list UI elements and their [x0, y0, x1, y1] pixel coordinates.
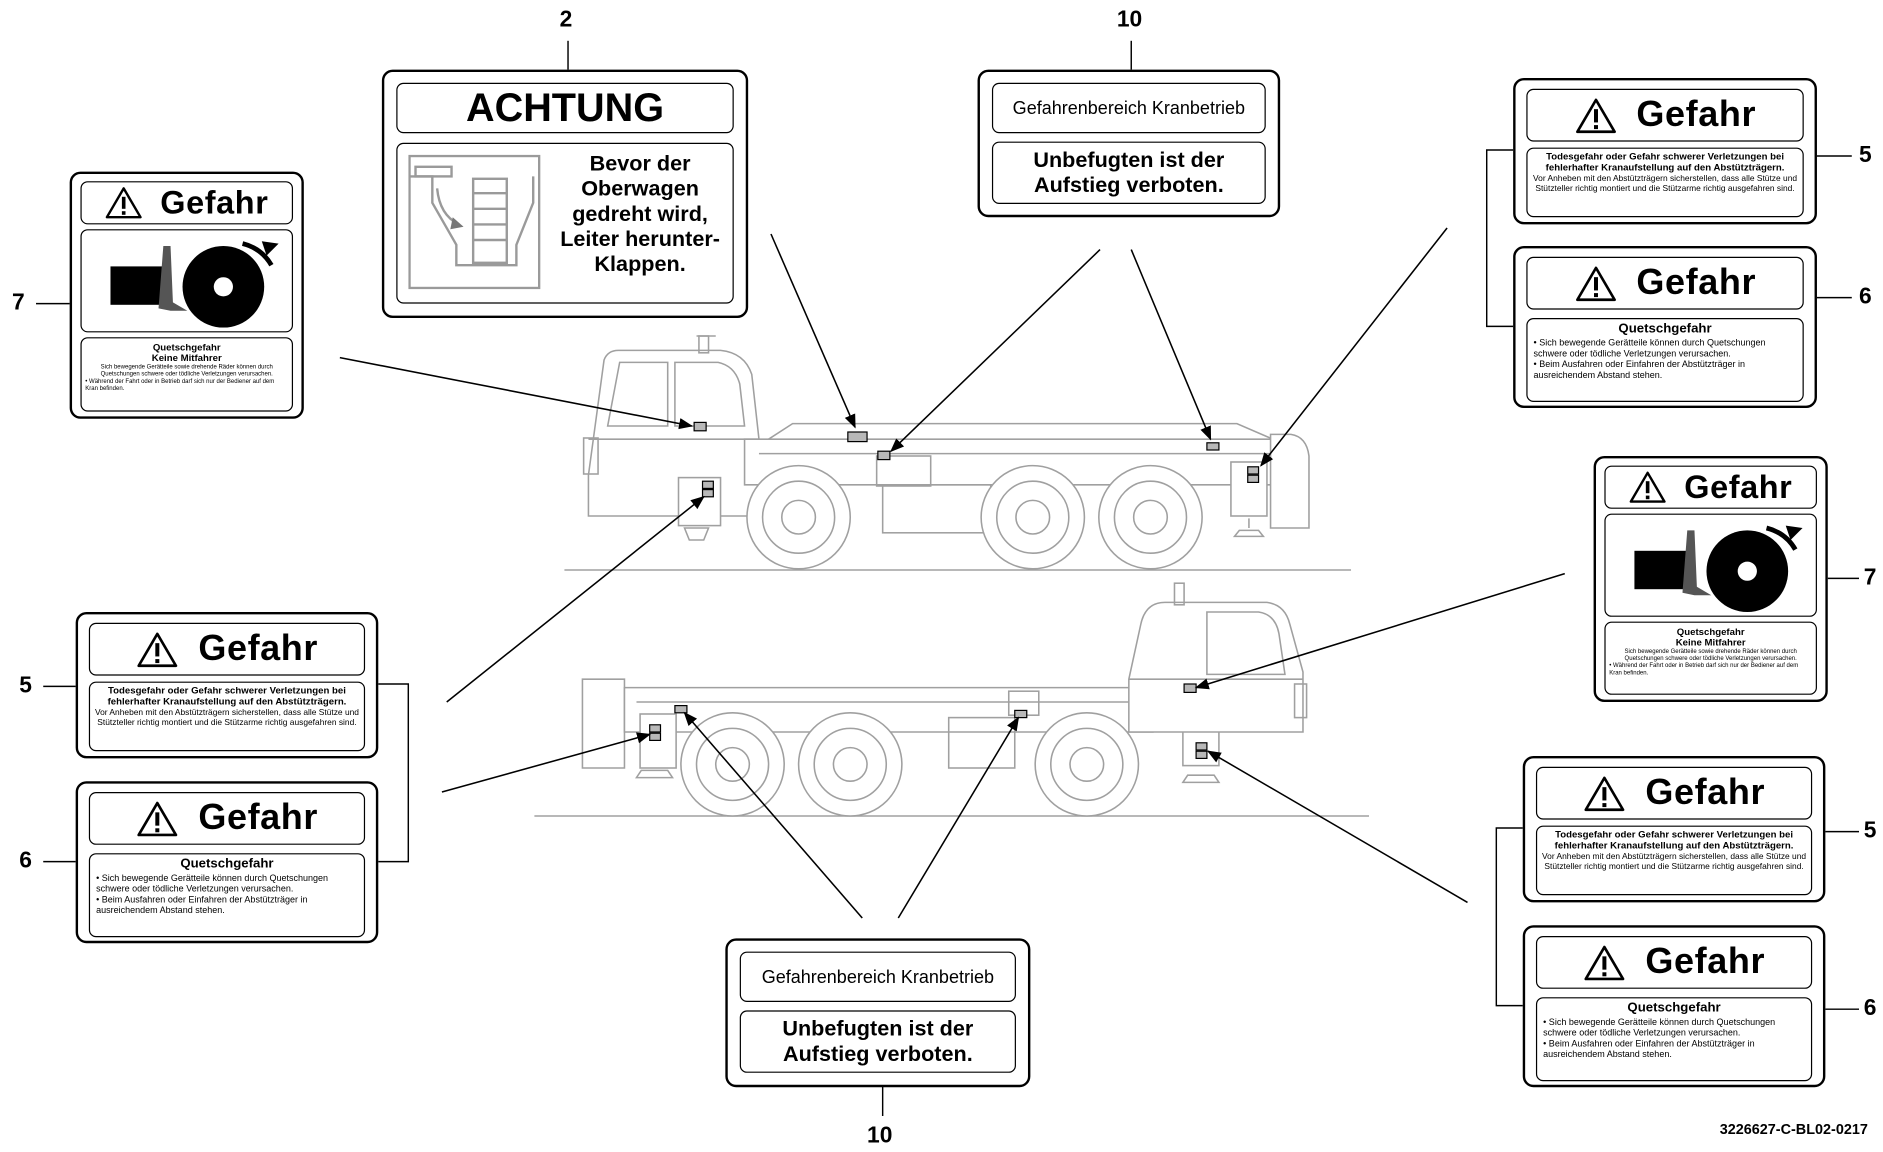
crush-bullet2-bottom-right: • Beim Ausfahren oder Einfahren der Abst… [1543, 1038, 1755, 1060]
outrigger-bold-left: Todesgefahr oder Gefahr schwerer Verletz… [107, 685, 347, 707]
callout-number-5-bottom-right: 5 [1863, 818, 1877, 844]
crush-bullet1-left: • Sich bewegende Gerätteile können durch… [96, 872, 329, 895]
callout-number-6-top-right: 6 [1858, 284, 1872, 310]
warning-triangle-icon [1575, 265, 1616, 301]
warning-triangle-icon [1575, 97, 1616, 133]
outrigger-title-top-right: Gefahr [1636, 94, 1757, 135]
outrigger-text-top-right: Vor Anheben mit den Abstützträgern siche… [1533, 175, 1798, 194]
document-id: 3226627-C-BL02-0217 [1719, 1120, 1868, 1138]
passenger-subtitle-right: Quetschgefahr [1676, 626, 1745, 638]
outrigger-label-left: Gefahr Todesgefahr oder Gefahr schwerer … [75, 612, 379, 759]
crush-subtitle-left: Quetschgefahr [180, 856, 274, 872]
crush-bullet1-top-right: • Sich bewegende Gerätteile können durch… [1533, 337, 1766, 359]
leader-lines [339, 227, 1566, 919]
warning-triangle-icon [137, 801, 178, 836]
achtung-body: Bevor der Oberwagen gedreht wird, Leiter… [396, 142, 734, 304]
crush-label-left: Gefahr Quetschgefahr • Sich bewegende Ge… [75, 781, 379, 944]
passenger-text-left: Sich bewegende Gerätteile sowie drehende… [100, 363, 273, 378]
callout-number-2: 2 [559, 7, 573, 33]
crane-bottom-view-vehicle [534, 582, 1370, 817]
crush-subtitle-bottom-right: Quetschgefahr [1627, 1000, 1721, 1016]
warning-triangle-icon [1584, 945, 1625, 980]
achtung-text: Bevor der Oberwagen gedreht wird, Leiter… [560, 151, 720, 276]
crane-top-view-vehicle [564, 335, 1352, 571]
callout-number-6-bottom-right: 6 [1863, 996, 1877, 1022]
crush-bullet1-bottom-right: • Sich bewegende Gerätteile können durch… [1543, 1016, 1776, 1038]
callout-number-10-bottom: 10 [867, 1123, 893, 1149]
outrigger-bold-top-right: Todesgefahr oder Gefahr schwerer Verletz… [1545, 151, 1785, 173]
warning-triangle-icon [1584, 775, 1625, 811]
callout-number-10-top: 10 [1116, 7, 1143, 33]
outrigger-text-bottom-right: Vor Anheben mit den Abstützträgern siche… [1542, 853, 1807, 872]
outrigger-label-top-right: Gefahr Todesgefahr oder Gefahr schwerer … [1513, 78, 1817, 225]
outrigger-title-left: Gefahr [198, 628, 319, 669]
passenger-bullet-left: • Während der Fahrt oder in Betrieb darf… [85, 378, 275, 393]
outrigger-bold-bottom-right: Todesgefahr oder Gefahr schwerer Verletz… [1554, 829, 1794, 851]
ladder-fold-icon [408, 154, 541, 290]
access-heading-top: Gefahrenbereich Kranbetrieb [991, 82, 1266, 134]
crush-title-top-right: Gefahr [1636, 262, 1757, 303]
outrigger-title-bottom-right: Gefahr [1645, 772, 1766, 813]
access-heading-bottom: Gefahrenbereich Kranbetrieb [739, 951, 1016, 1003]
passenger-label-right: Gefahr Quetschgefahr Keine Mitfahrer Sic… [1593, 456, 1828, 702]
access-label-top: Gefahrenbereich Kranbetrieb Unbefugten i… [977, 69, 1281, 218]
achtung-label: ACHTUNG Bevor der Oberwagen gedreht wird… [381, 69, 749, 318]
passenger-title-right: Gefahr [1684, 468, 1793, 505]
passenger-subtitle2-right: Keine Mitfahrer [1675, 637, 1746, 648]
outrigger-label-bottom-right: Gefahr Todesgefahr oder Gefahr schwerer … [1522, 756, 1826, 903]
crush-title-bottom-right: Gefahr [1645, 942, 1766, 982]
callout-ticks [36, 40, 1859, 1117]
crush-hazard-roller-icon [110, 241, 279, 328]
crush-subtitle-top-right: Quetschgefahr [1618, 321, 1712, 336]
callout-number-7-left: 7 [12, 290, 25, 316]
warning-triangle-icon [1630, 471, 1667, 503]
crush-hazard-roller-icon [1634, 525, 1803, 612]
passenger-subtitle2-left: Keine Mitfahrer [151, 352, 222, 364]
callout-number-6-left: 6 [19, 848, 32, 874]
passenger-text-right: Sich bewegende Gerätteile sowie drehende… [1624, 648, 1797, 663]
warning-triangle-icon [106, 187, 143, 219]
outrigger-text-left: Vor Anheben mit den Abstützträgern siche… [94, 709, 359, 728]
passenger-subtitle-left: Quetschgefahr [152, 342, 221, 353]
warning-triangle-icon [137, 631, 178, 667]
achtung-title: ACHTUNG [396, 82, 734, 134]
crush-bullet2-top-right: • Beim Ausfahren oder Einfahren der Abst… [1533, 358, 1745, 381]
callout-number-5-left: 5 [19, 673, 32, 699]
access-text-bottom: Unbefugten ist der Aufstieg verboten. [739, 1010, 1016, 1073]
access-text-top: Unbefugten ist der Aufstieg verboten. [991, 141, 1266, 205]
crush-label-top-right: Gefahr Quetschgefahr • Sich bewegende Ge… [1513, 246, 1817, 409]
passenger-bullet-right: • Während der Fahrt oder in Betrieb darf… [1609, 662, 1799, 677]
callout-number-7-right: 7 [1863, 565, 1877, 591]
crush-label-bottom-right: Gefahr Quetschgefahr • Sich bewegende Ge… [1522, 925, 1826, 1088]
access-label-bottom: Gefahrenbereich Kranbetrieb Unbefugten i… [725, 938, 1031, 1088]
callout-number-5-top-right: 5 [1858, 142, 1872, 168]
passenger-title-left: Gefahr [160, 184, 269, 221]
decal-markers [649, 421, 1260, 760]
crush-bullet2-left: • Beim Ausfahren oder Einfahren der Abst… [96, 894, 308, 916]
passenger-label-left: Gefahr Quetschgefahr Keine Mitfahrer Sic… [69, 171, 304, 419]
crush-title-left: Gefahr [198, 798, 319, 838]
